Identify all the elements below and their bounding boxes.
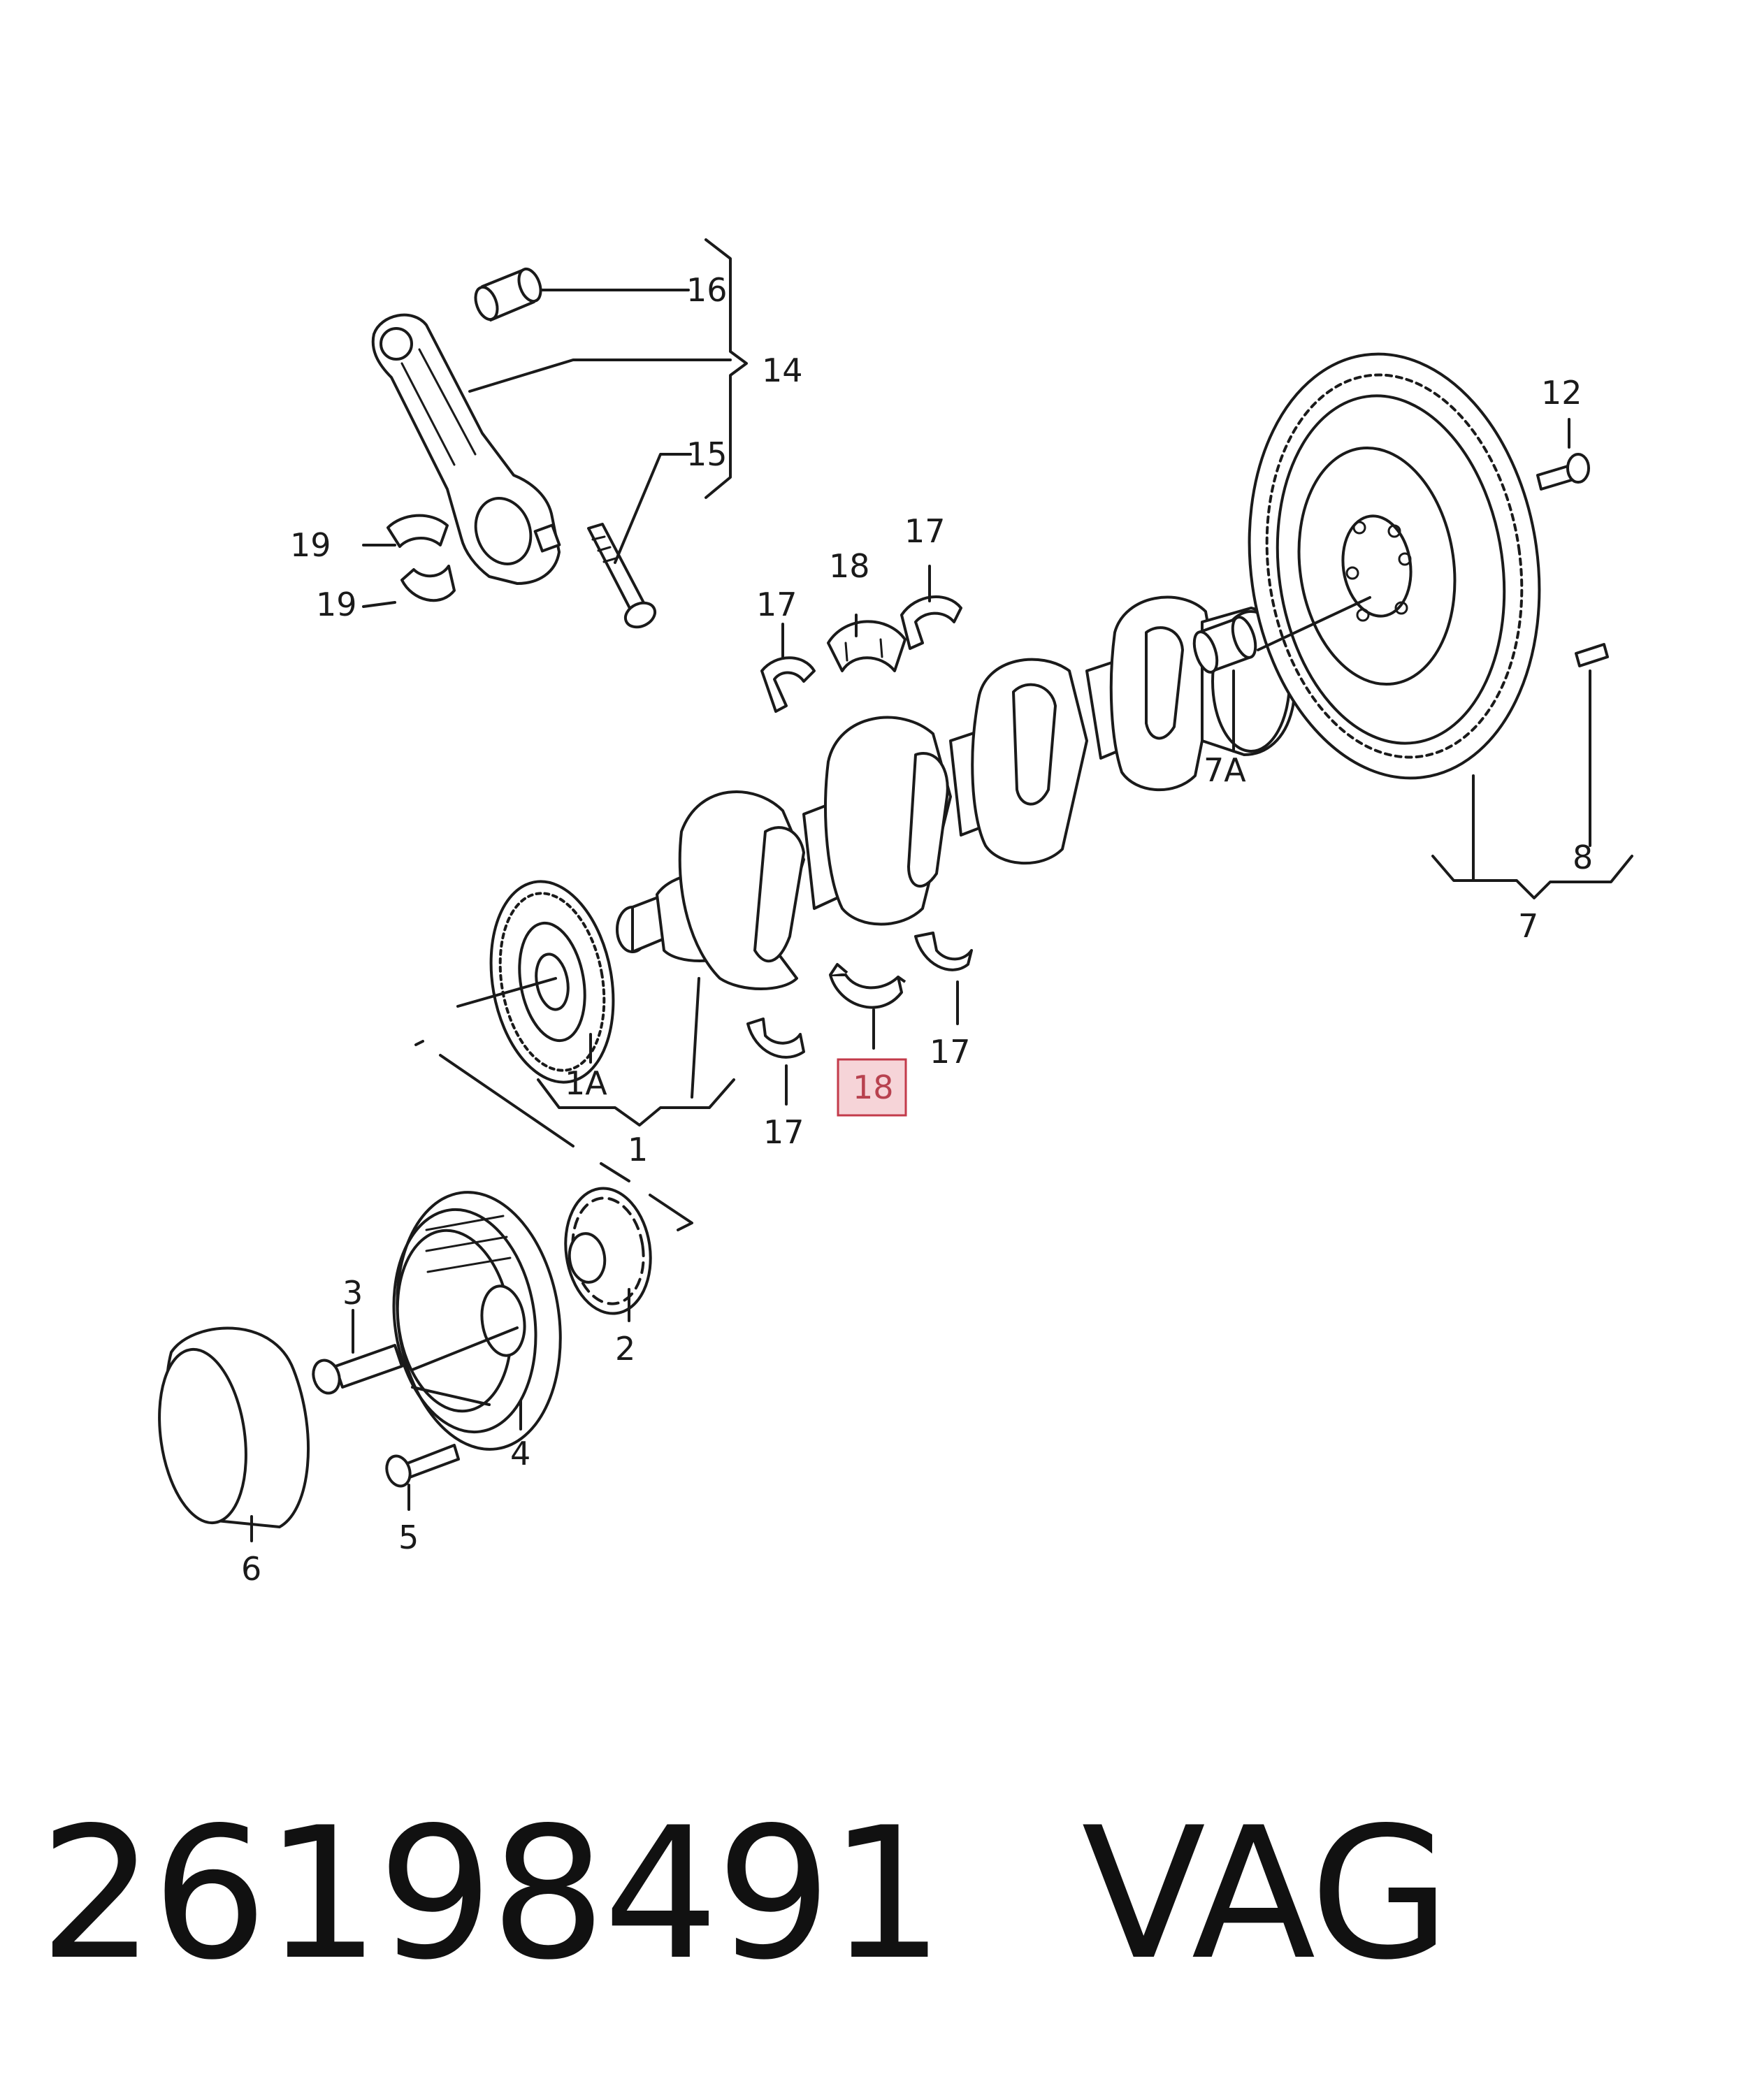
main-bearings-group bbox=[746, 595, 973, 1059]
callout-17-top-left[interactable]: 17 bbox=[756, 586, 797, 623]
callout-5[interactable]: 5 bbox=[398, 1519, 419, 1556]
sprocket-bolt-part bbox=[385, 1444, 460, 1488]
callout-19-lower[interactable]: 19 bbox=[316, 586, 357, 623]
connecting-rod-part bbox=[371, 313, 561, 585]
callout-labels: 16 14 15 12 19 19 17 18 17 7A 8 7 1A 1 1… bbox=[241, 271, 1593, 1588]
highlight-box bbox=[837, 1058, 907, 1117]
callout-17-bottom-right[interactable]: 17 bbox=[930, 1033, 971, 1071]
crankshaft-part bbox=[616, 595, 1296, 990]
highlighted-callout-18[interactable]: 18 bbox=[837, 1058, 907, 1117]
callout-6[interactable]: 6 bbox=[241, 1550, 261, 1588]
brand-name: VAG bbox=[1081, 1789, 1450, 2000]
callout-16[interactable]: 16 bbox=[686, 271, 728, 309]
callout-8[interactable]: 8 bbox=[1573, 839, 1593, 876]
rod-bearing-shells bbox=[387, 514, 456, 602]
sprocket-part bbox=[564, 1187, 652, 1315]
callout-1A[interactable]: 1A bbox=[565, 1064, 607, 1102]
callout-14[interactable]: 14 bbox=[762, 352, 803, 389]
pulley-bolt-part bbox=[312, 1344, 403, 1395]
cover-cap-part bbox=[158, 1326, 310, 1528]
callout-18-bottom[interactable]: 18 bbox=[853, 1069, 894, 1106]
flywheel-part bbox=[1248, 352, 1541, 780]
part-footer: 26198491 VAG bbox=[39, 1789, 1450, 2000]
needle-bearing-part bbox=[1192, 616, 1257, 674]
rod-bolt-part bbox=[587, 523, 657, 629]
callout-17-top-right[interactable]: 17 bbox=[904, 512, 946, 550]
connecting-rod-group bbox=[362, 238, 748, 629]
callout-15[interactable]: 15 bbox=[686, 435, 728, 473]
bearing-shell-bottom-part bbox=[829, 963, 906, 1009]
callout-2[interactable]: 2 bbox=[615, 1330, 635, 1368]
callout-1[interactable]: 1 bbox=[628, 1131, 648, 1168]
callout-19-upper[interactable]: 19 bbox=[290, 526, 331, 564]
callout-7[interactable]: 7 bbox=[1518, 907, 1538, 945]
bushing-part bbox=[474, 267, 542, 321]
bearing-shell-top-part bbox=[827, 620, 906, 672]
pulley-part bbox=[392, 1191, 562, 1451]
callout-17-bottom-left[interactable]: 17 bbox=[763, 1113, 804, 1151]
callout-4[interactable]: 4 bbox=[510, 1435, 530, 1472]
flywheel-bolt-part bbox=[1536, 453, 1590, 491]
callout-7A[interactable]: 7A bbox=[1204, 751, 1246, 789]
dowel-pin-part bbox=[1575, 643, 1609, 667]
callout-18-top[interactable]: 18 bbox=[829, 547, 870, 585]
part-number: 26198491 bbox=[39, 1789, 944, 2000]
callout-3[interactable]: 3 bbox=[342, 1274, 363, 1312]
callout-12[interactable]: 12 bbox=[1541, 374, 1582, 412]
crank-gear-part bbox=[489, 880, 615, 1084]
